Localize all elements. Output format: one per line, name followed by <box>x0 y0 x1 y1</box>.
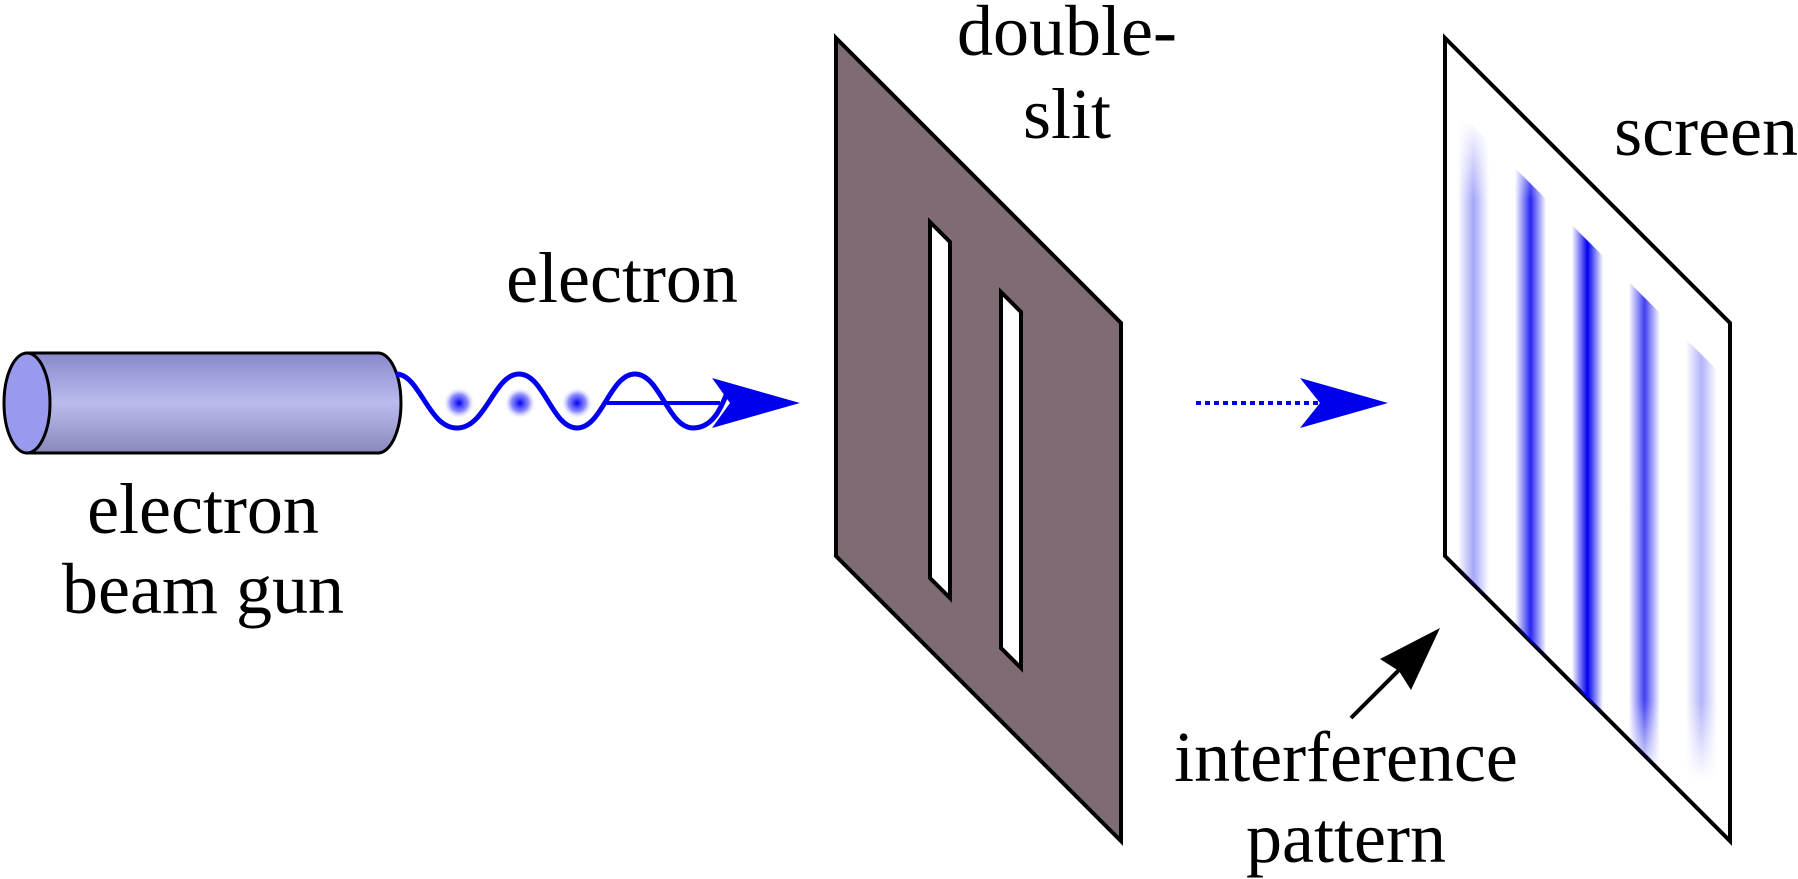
barrier-plate <box>834 33 1123 846</box>
electron-dot <box>561 387 593 419</box>
electron-label: electron <box>506 238 738 318</box>
slit-label-line1: double- <box>957 0 1177 71</box>
interference-fringe <box>1514 167 1547 658</box>
pattern-pointer-arrow <box>1349 628 1440 720</box>
interference-fringes <box>1457 110 1718 829</box>
double-slit-barrier <box>834 33 1123 846</box>
electron-beam-gun <box>2 351 403 455</box>
interference-fringe <box>1457 110 1490 601</box>
beam-arrow-head <box>712 378 800 428</box>
interference-fringe <box>1571 224 1604 715</box>
diffracted-beam-arrow <box>1196 378 1388 428</box>
pattern-label-line2: pattern <box>1246 798 1446 878</box>
pattern-label-line1: interference <box>1174 717 1518 797</box>
electron-wavefunction <box>395 371 730 431</box>
interference-fringe <box>1685 338 1718 829</box>
electron-dot <box>504 387 536 419</box>
gun-label-line2: beam gun <box>62 549 344 629</box>
slit-opening-2 <box>999 287 1023 673</box>
gun-body <box>25 351 403 455</box>
dotted-beam-arrow-head <box>1300 378 1388 428</box>
pointer-arrow-head <box>1380 628 1440 690</box>
screen-label: screen <box>1614 91 1798 171</box>
slit-opening-1 <box>928 217 952 603</box>
slit-label-line2: slit <box>1023 74 1111 154</box>
electron-wave-packet <box>395 371 800 431</box>
detection-screen <box>1443 33 1732 846</box>
gun-muzzle-face <box>2 351 52 455</box>
electron-dot <box>443 387 475 419</box>
interference-fringe <box>1628 281 1661 772</box>
gun-label-line1: electron <box>87 469 319 549</box>
